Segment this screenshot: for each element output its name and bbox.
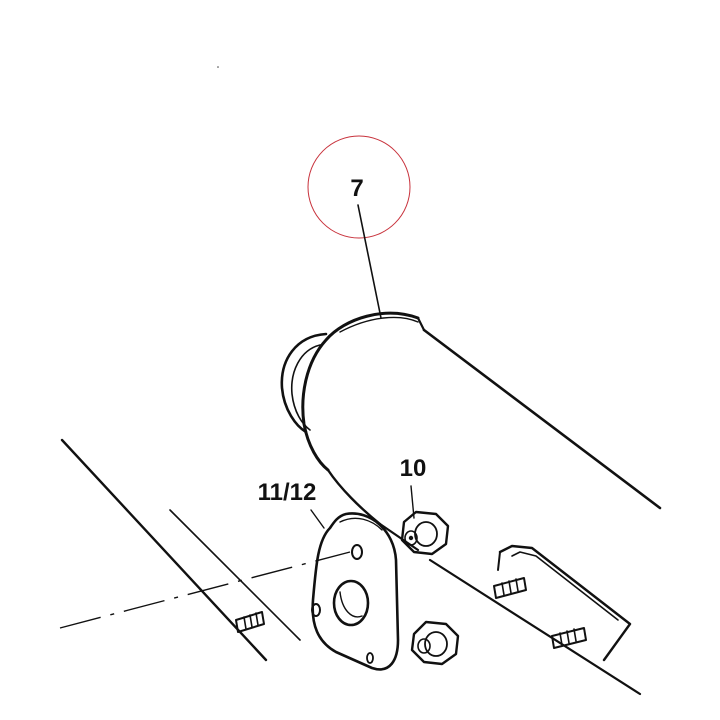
plate-hole-bottom [366, 652, 374, 664]
nut-part-10-upper [400, 510, 450, 556]
stud-right-upper [493, 577, 527, 599]
frame-rail [60, 438, 301, 662]
plate-bore [332, 579, 370, 627]
highlight-circle [307, 135, 411, 239]
nut-lower [410, 620, 460, 666]
stud-right-lower [551, 627, 587, 649]
axis-line [59, 551, 351, 629]
speck [217, 66, 219, 68]
tube-part-7 [280, 311, 662, 696]
label-part-7: 7 [350, 175, 363, 202]
stud-left [235, 611, 265, 633]
mounting-plate-part-11-12 [311, 512, 400, 671]
plate-hole-left [311, 603, 321, 617]
leader-line-7 [357, 204, 382, 319]
bracket-right [497, 544, 632, 662]
plate-hole-top [351, 544, 363, 560]
label-part-11-12: 11/12 [258, 479, 317, 506]
leader-line-11-12 [310, 509, 325, 529]
label-part-10: 10 [400, 455, 427, 482]
